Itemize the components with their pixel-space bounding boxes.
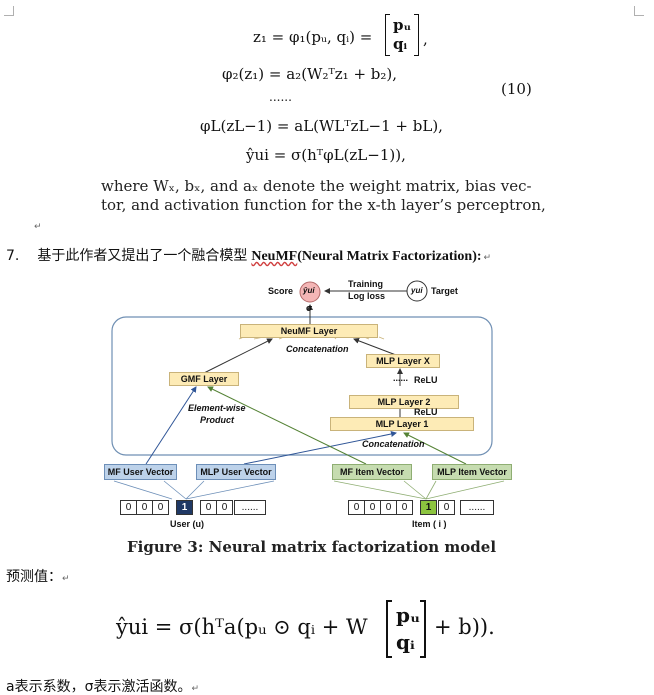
neumf-layer: NeuMF Layer <box>240 324 378 338</box>
list-text: 基于此作者又提出了一个融合模型 <box>37 248 248 264</box>
mlp-layer-x: MLP Layer X <box>366 354 440 368</box>
gmf-arrow <box>203 338 273 374</box>
onehot-cell-active: 1 <box>420 500 437 515</box>
onehot-cell: 0 <box>120 500 137 515</box>
mlp-layer-1: MLP Layer 1 <box>330 417 474 431</box>
onehot-cell: 0 <box>380 500 397 515</box>
onehot-cell: 0 <box>396 500 413 515</box>
prose-line-2: tor, and activation function for the x-t… <box>101 196 546 214</box>
sigma-label: σ <box>306 303 313 313</box>
prediction-formula: ŷui = σ(hᵀa(pᵤ ⊙ qᵢ + W pᵤ qᵢ + b)). <box>116 600 516 660</box>
page-corner-mark <box>634 6 644 16</box>
equation-comma: , <box>423 30 428 48</box>
relu-label-2: ReLU <box>414 407 438 417</box>
onehot-cell-ellipsis: ...... <box>460 500 494 515</box>
equation-ellipsis: ...... <box>269 90 292 104</box>
item-label: Item ( i ) <box>412 519 447 529</box>
vector-top: pᵤ <box>393 16 412 34</box>
mlp-user-arrow <box>243 431 397 465</box>
element-wise-label: Element-wise <box>188 403 246 413</box>
item-fan <box>333 480 505 500</box>
paragraph-mark: ↵ <box>34 222 42 232</box>
onehot-cell-active: 1 <box>176 500 193 515</box>
page-corner-mark <box>4 6 14 16</box>
score-symbol: ŷui <box>303 286 315 295</box>
target-symbol: yui <box>411 286 423 295</box>
model-outer-box <box>111 316 493 456</box>
footer-note: a表示系数，σ表示激活函数。 <box>6 679 192 695</box>
onehot-cell: 0 <box>438 500 455 515</box>
onehot-cell: 0 <box>348 500 365 515</box>
formula-left: ŷui = σ(hᵀa(pᵤ ⊙ qᵢ + W <box>116 615 368 639</box>
log-loss-label: Log loss <box>348 291 386 301</box>
mlp-item-vector: MLP Item Vector <box>432 464 512 480</box>
paragraph-mark: ↵ <box>483 253 492 263</box>
formula-vector: pᵤ qᵢ <box>386 600 426 658</box>
paragraph-mark: ↵ <box>62 574 70 584</box>
prediction-label: 预测值： <box>6 569 62 585</box>
equation-text: z₁ = φ₁(pᵤ, qᵢ) = <box>253 28 373 46</box>
user-fan <box>113 480 275 500</box>
equation-vector: pᵤ qᵢ <box>385 14 419 56</box>
mlpx-arrow <box>353 337 397 356</box>
onehot-cell: 0 <box>216 500 233 515</box>
formula-vector-top: pᵤ <box>396 603 421 627</box>
onehot-cell: 0 <box>136 500 153 515</box>
equation-line-1: z₁ = φ₁(pᵤ, qᵢ) = <box>253 28 372 46</box>
equation-line-2: φ₂(z₁) = a₂(W₂ᵀz₁ + b₂), <box>222 65 398 83</box>
mf-item-vector: MF Item Vector <box>332 464 412 480</box>
figure-caption: Figure 3: Neural matrix factorization mo… <box>127 538 497 556</box>
footer-note-line: a表示系数，σ表示激活函数。↵ <box>6 676 199 695</box>
formula-right: + b)). <box>434 615 495 639</box>
onehot-cell: 0 <box>152 500 169 515</box>
relu-dots: ...... <box>393 373 409 383</box>
model-name: NeuMF <box>251 249 298 264</box>
user-onehot: 0 0 0 1 0 0 ...... <box>120 500 266 515</box>
vector-bottom: qᵢ <box>393 35 408 53</box>
concatenation-top: Concatenation <box>286 344 349 354</box>
prose-line-1: where Wₓ, bₓ, and aₓ denote the weight m… <box>101 177 532 195</box>
neumf-figure: Score ŷui σ Training Log loss yui Target… <box>104 275 520 535</box>
mf-item-arrow <box>207 386 367 465</box>
list-number: 7. <box>6 248 20 264</box>
target-label: Target <box>431 286 458 296</box>
score-circle <box>299 281 321 303</box>
model-fullname: (Neural Matrix Factorization): <box>297 249 482 264</box>
equation-number: (10) <box>501 80 532 98</box>
figure-lines <box>111 280 505 500</box>
equation-line-4: φL(zL−1) = aL(WLᵀzL−1 + bL), <box>200 117 443 135</box>
mlp-layer-2: MLP Layer 2 <box>349 395 459 409</box>
list-item-7: 7. 基于此作者又提出了一个融合模型 NeuMF(Neural Matrix F… <box>6 245 491 265</box>
concatenation-bottom: Concatenation <box>362 439 425 449</box>
mlp-user-vector: MLP User Vector <box>196 464 276 480</box>
onehot-cell-ellipsis: ...... <box>234 500 266 515</box>
formula-vector-bottom: qᵢ <box>396 630 415 654</box>
product-label: Product <box>200 415 235 425</box>
mlp-item-arrow <box>403 432 467 465</box>
equation-line-5: ŷui = σ(hᵀφL(zL−1)), <box>246 146 406 164</box>
gmf-layer: GMF Layer <box>169 372 239 386</box>
item-onehot: 0 0 0 0 1 0 ...... <box>348 500 498 515</box>
onehot-cell: 0 <box>364 500 381 515</box>
mf-user-arrow <box>145 386 197 465</box>
prediction-heading: 预测值：↵ <box>6 566 70 586</box>
paragraph-mark: ↵ <box>191 684 199 694</box>
relu-label-1: ReLU <box>414 375 438 385</box>
user-label: User (u) <box>170 519 205 529</box>
score-label: Score <box>268 286 294 296</box>
training-label: Training <box>348 279 384 289</box>
mf-user-vector: MF User Vector <box>104 464 177 480</box>
onehot-cell: 0 <box>200 500 217 515</box>
